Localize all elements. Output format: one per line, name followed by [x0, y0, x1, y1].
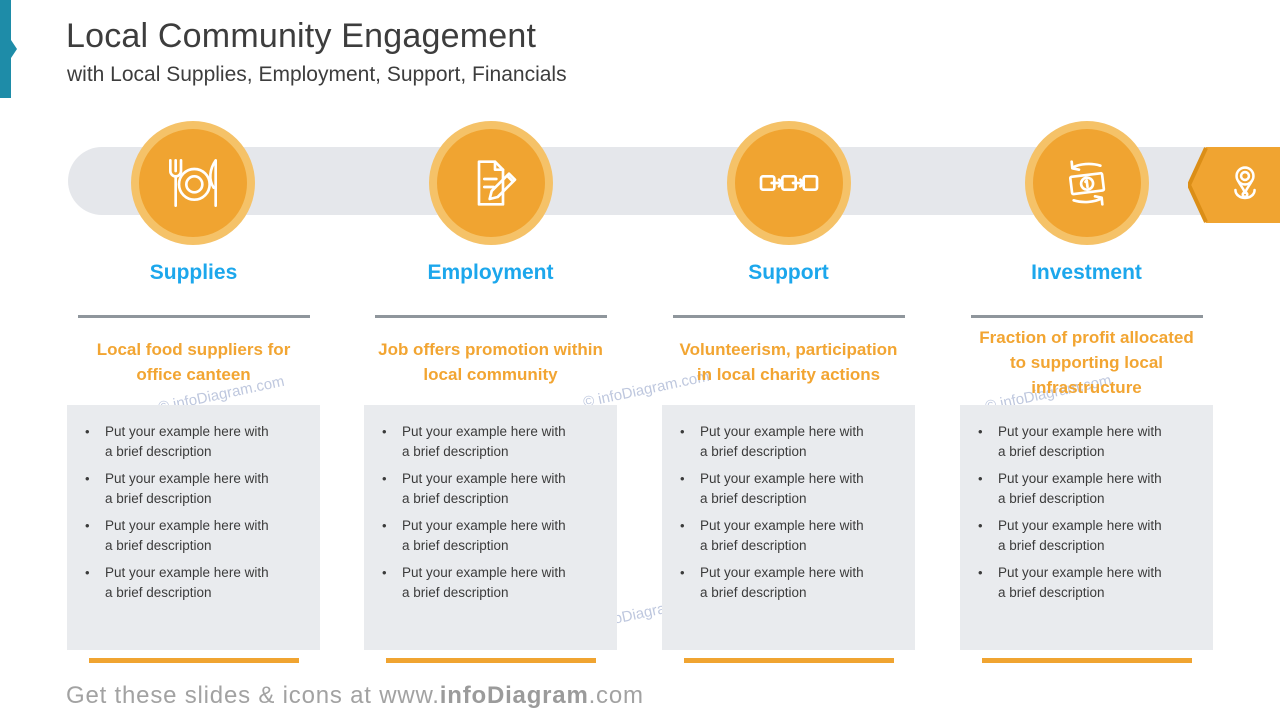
- bullet-dot: •: [382, 565, 387, 580]
- bullet-dot: •: [85, 565, 90, 580]
- milestone-circle-supplies: [131, 121, 255, 245]
- accent-underline-bar: [88, 658, 299, 663]
- milestone-circle-support: [727, 121, 851, 245]
- heading-underline: [970, 315, 1203, 318]
- heading-underline: [672, 315, 905, 318]
- column-heading: Supplies: [149, 261, 238, 284]
- bullet-dot: •: [680, 424, 685, 439]
- bullet-dot: •: [382, 471, 387, 486]
- footer-text: Get these slides & icons at www.: [66, 682, 440, 709]
- footer-suffix: .com: [588, 682, 644, 709]
- money-circulation-icon: [1055, 151, 1119, 215]
- bullet-dot: •: [382, 518, 387, 533]
- accent-underline-bar: [981, 658, 1192, 663]
- milestone-circle-employment: [429, 121, 553, 245]
- column-heading: Support: [748, 261, 829, 284]
- location-pin-badge-icon: [1218, 158, 1272, 217]
- heading-underline: [77, 315, 310, 318]
- timeline-end-ribbon: [1186, 147, 1280, 223]
- column-description: Fraction of profit allocated to supporti…: [979, 327, 1194, 397]
- milestone-circle-investment: [1025, 121, 1149, 245]
- column-employment: Employment Job offers promotion within l…: [364, 255, 617, 675]
- page-subtitle: with Local Supplies, Employment, Support…: [67, 63, 567, 86]
- document-pencil-icon: [459, 151, 523, 215]
- bullet-dot: •: [680, 471, 685, 486]
- process-arrows-icon: [757, 151, 821, 215]
- bullet-dot: •: [680, 518, 685, 533]
- bullet-dot: •: [978, 471, 983, 486]
- column-description: Job offers promotion within local commun…: [378, 340, 603, 384]
- column-description: Volunteerism, participation in local cha…: [679, 340, 898, 384]
- bullet-dot: •: [85, 424, 90, 439]
- footer-credit: Get these slides & icons at www.infoDiag…: [66, 682, 644, 710]
- accent-underline-bar: [683, 658, 894, 663]
- restaurant-icon: [161, 151, 225, 215]
- accent-underline-bar: [385, 658, 596, 663]
- bullet-dot: •: [85, 518, 90, 533]
- bullet-dot: •: [978, 424, 983, 439]
- footer-brand: infoDiagram: [439, 682, 589, 709]
- slide-accent-marker: [0, 0, 17, 98]
- page-title: Local Community Engagement: [66, 17, 537, 55]
- column-heading: Employment: [427, 261, 554, 284]
- bullet-dot: •: [85, 471, 90, 486]
- heading-underline: [374, 315, 607, 318]
- column-investment: Investment Fraction of profit allocated …: [960, 255, 1213, 675]
- bullet-dot: •: [382, 424, 387, 439]
- column-description: Local food suppliers for office canteen: [96, 340, 291, 384]
- bullet-dot: •: [978, 565, 983, 580]
- column-supplies: Supplies Local food suppliers for office…: [67, 255, 320, 675]
- bullet-dot: •: [680, 565, 685, 580]
- column-heading: Investment: [1031, 261, 1142, 284]
- bullet-dot: •: [978, 518, 983, 533]
- column-support: Support Volunteerism, participation in l…: [662, 255, 915, 675]
